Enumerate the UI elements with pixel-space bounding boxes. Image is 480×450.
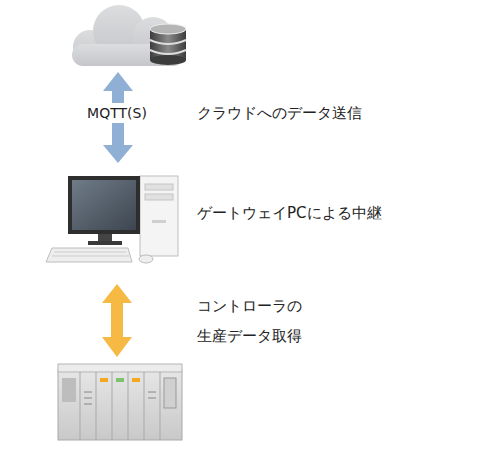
data-arrow (102, 284, 132, 357)
description-label: クラウドへのデータ送信 (197, 103, 362, 123)
gateway-pc-icon (46, 176, 178, 263)
protocol-label: MQTT(S) (80, 103, 154, 123)
description-label: コントローラの 生産データ取得 (197, 291, 319, 351)
description-label: ゲートウェイPCによる中継 (197, 203, 382, 223)
plc-controller-icon (58, 364, 182, 440)
database-icon (150, 24, 186, 65)
